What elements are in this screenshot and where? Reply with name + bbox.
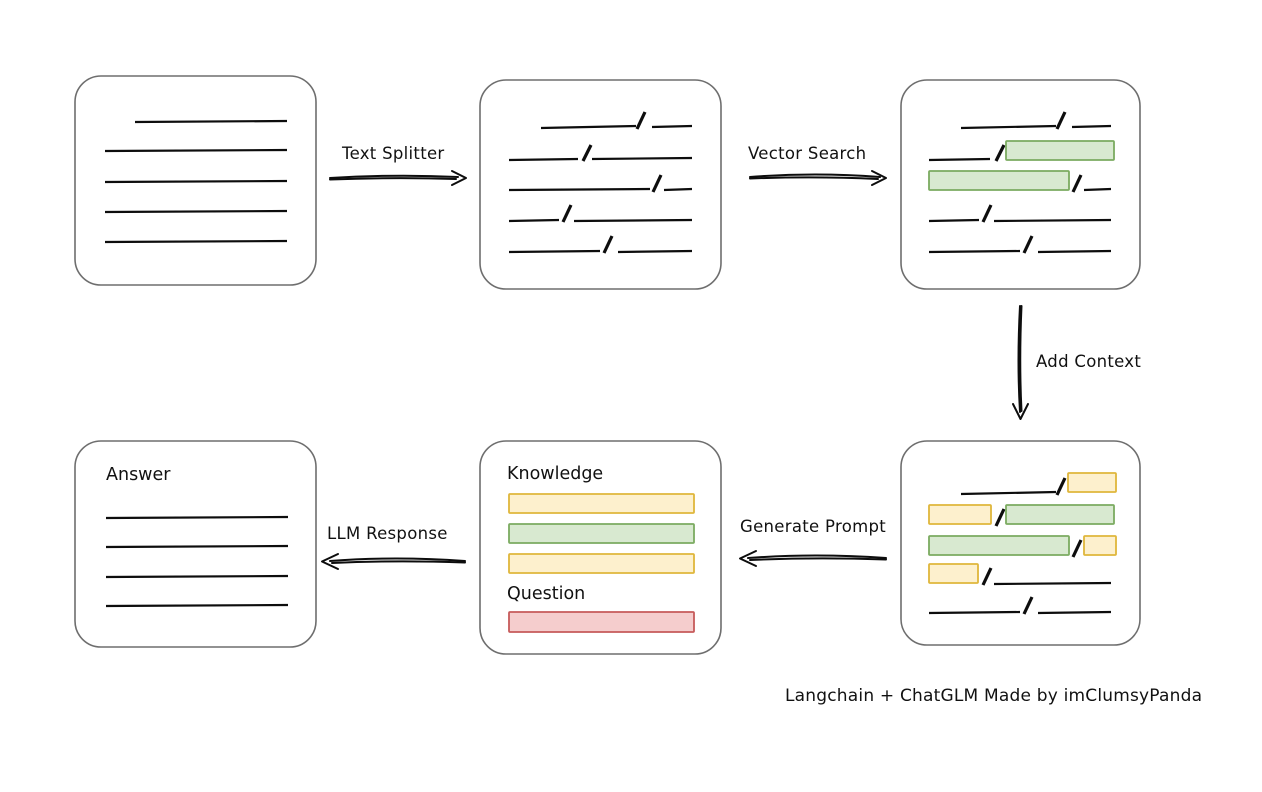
context-seg-5a <box>928 610 1021 615</box>
node-retrieved-chunks[interactable] <box>900 79 1141 290</box>
retrieved-seg-4b <box>993 218 1112 223</box>
retrieved-seg-5b <box>1037 249 1112 254</box>
edge-label-add-context: Add Context <box>1036 352 1142 371</box>
node-prompt-box[interactable] <box>479 440 722 655</box>
source-rule-3 <box>104 179 288 184</box>
context-slash-3 <box>1071 539 1083 558</box>
node-split-chunks[interactable] <box>479 79 722 290</box>
source-rule-2 <box>104 148 288 153</box>
split-seg-5a <box>508 249 601 254</box>
split-seg-5b <box>617 249 693 254</box>
source-rule-5 <box>104 239 288 244</box>
footer-credit: Langchain + ChatGLM Made by imClumsyPand… <box>785 686 1203 706</box>
context-seg-5b <box>1037 610 1112 615</box>
answer-box-frame[interactable] <box>74 440 317 648</box>
split-seg-3b <box>663 187 693 192</box>
retrieved-green-chunk-2[interactable] <box>928 170 1070 191</box>
split-seg-3a <box>508 187 651 192</box>
edge-label-vector-search: Vector Search <box>748 144 867 163</box>
source-rule-4 <box>104 209 288 214</box>
context-slash-5 <box>1022 596 1034 615</box>
prompt-question-label: Question <box>507 584 586 604</box>
split-seg-2a <box>508 157 579 162</box>
edge-add-context <box>1012 305 1029 420</box>
split-slash-3 <box>651 174 663 193</box>
context-yellow-chunk-3[interactable] <box>1083 535 1117 556</box>
split-seg-4b <box>573 218 693 223</box>
retrieved-seg-4a <box>928 218 980 223</box>
context-yellow-chunk-4[interactable] <box>928 563 979 584</box>
retrieved-slash-1 <box>1055 111 1067 130</box>
split-slash-5 <box>602 235 614 254</box>
retrieved-seg-1b <box>1071 124 1112 129</box>
answer-box-title: Answer <box>106 465 171 485</box>
edge-llm-response <box>321 553 466 570</box>
retrieved-slash-3 <box>1071 174 1083 193</box>
prompt-knowledge-chunk-2[interactable] <box>508 523 695 544</box>
edge-label-text-splitter: Text Splitter <box>342 144 445 163</box>
node-context-chunks[interactable] <box>900 440 1141 646</box>
retrieved-seg-3b <box>1083 187 1112 192</box>
retrieved-seg-1a <box>960 124 1057 130</box>
retrieved-slash-5 <box>1022 235 1034 254</box>
edge-label-generate-prompt: Generate Prompt <box>740 517 886 536</box>
retrieved-seg-2a <box>928 157 991 162</box>
context-slash-1 <box>1055 477 1067 496</box>
node-answer-box[interactable] <box>74 440 317 648</box>
answer-rule-3 <box>105 574 289 579</box>
retrieved-slash-2 <box>994 144 1006 162</box>
context-yellow-chunk-1[interactable] <box>1067 472 1117 493</box>
split-slash-2 <box>581 144 593 162</box>
split-slash-4 <box>561 204 573 223</box>
split-chunks-frame[interactable] <box>479 79 722 290</box>
context-slash-4 <box>981 567 993 586</box>
prompt-knowledge-chunk-1[interactable] <box>508 493 695 514</box>
context-green-chunk-1[interactable] <box>1005 504 1115 525</box>
answer-rule-1 <box>105 515 289 520</box>
context-green-chunk-2[interactable] <box>928 535 1070 556</box>
split-seg-2b <box>591 156 693 161</box>
answer-rule-4 <box>105 603 289 608</box>
edge-text-splitter <box>329 170 467 186</box>
split-seg-1a <box>540 124 637 130</box>
edge-generate-prompt <box>739 550 887 567</box>
answer-rule-2 <box>105 544 289 549</box>
split-seg-4a <box>508 218 560 223</box>
retrieved-slash-4 <box>981 204 993 223</box>
node-source-document[interactable] <box>74 75 317 286</box>
source-rule-1 <box>134 119 288 124</box>
edge-vector-search <box>749 170 887 186</box>
edge-label-llm-response: LLM Response <box>327 524 448 543</box>
prompt-knowledge-chunk-3[interactable] <box>508 553 695 574</box>
split-seg-1b <box>651 124 693 129</box>
retrieved-seg-5a <box>928 249 1021 254</box>
split-slash-1 <box>635 111 647 130</box>
prompt-question-chunk[interactable] <box>508 611 695 633</box>
prompt-knowledge-label: Knowledge <box>507 464 604 484</box>
context-slash-2 <box>994 508 1006 527</box>
context-seg-4b <box>993 581 1112 586</box>
context-seg-1a <box>960 490 1057 496</box>
context-yellow-chunk-2[interactable] <box>928 504 992 525</box>
retrieved-green-chunk-1[interactable] <box>1005 140 1115 161</box>
